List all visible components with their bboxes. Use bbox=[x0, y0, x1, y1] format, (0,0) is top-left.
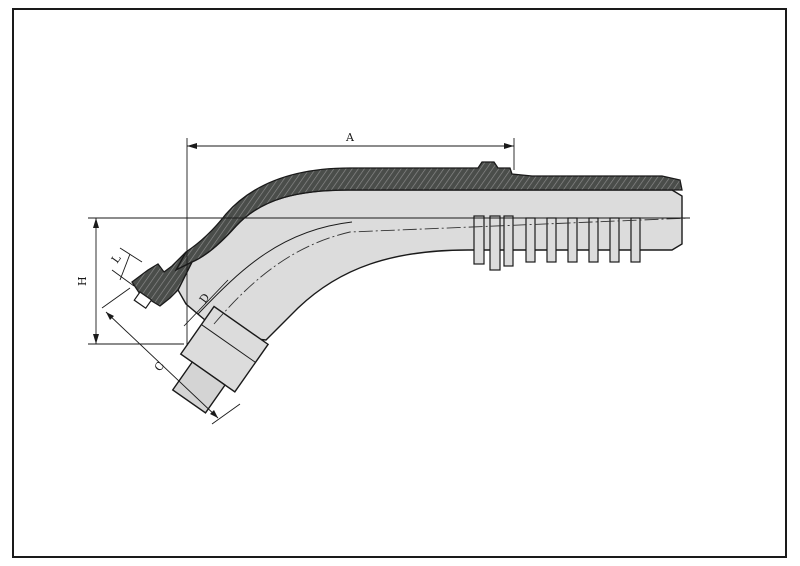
rib bbox=[609, 217, 620, 263]
arrow-c-bottom bbox=[210, 410, 218, 418]
centerline bbox=[213, 217, 691, 325]
dim-c-extension-top bbox=[101, 287, 131, 309]
bore-line bbox=[197, 221, 353, 315]
arrow-a-right bbox=[504, 143, 514, 149]
dim-l-extension-b bbox=[111, 269, 135, 287]
dim-c-extension-bottom bbox=[211, 403, 241, 425]
dim-label-l: L bbox=[109, 252, 124, 266]
dim-label-a: A bbox=[345, 131, 355, 144]
rib bbox=[588, 217, 599, 263]
flange-groove bbox=[133, 291, 153, 310]
arrow-h-bottom bbox=[93, 334, 99, 344]
rib bbox=[489, 215, 501, 271]
rib bbox=[630, 217, 641, 263]
fitting-body bbox=[177, 189, 683, 341]
dim-l-extension-a bbox=[119, 247, 143, 263]
rib bbox=[503, 215, 514, 267]
flange-inner-ring bbox=[171, 361, 226, 414]
section-cut-wall bbox=[174, 161, 683, 272]
arrow-h-top bbox=[93, 218, 99, 228]
dimension-lines bbox=[88, 138, 690, 425]
arrow-c-top bbox=[106, 312, 114, 320]
dimension-arrows bbox=[93, 143, 514, 418]
dim-label-c: C bbox=[152, 359, 167, 373]
hose-fitting-45-degree bbox=[131, 161, 691, 414]
dim-d-line bbox=[183, 279, 229, 327]
dim-c-line bbox=[105, 311, 219, 419]
flange-step-line bbox=[201, 324, 256, 363]
dim-l-line bbox=[119, 253, 131, 281]
rib bbox=[567, 217, 578, 263]
flange-head-section bbox=[131, 251, 194, 307]
rib bbox=[546, 217, 557, 263]
drawing-frame bbox=[12, 8, 787, 558]
arrow-a-left bbox=[187, 143, 197, 149]
rib bbox=[473, 215, 485, 265]
dim-label-h: H bbox=[76, 276, 89, 286]
